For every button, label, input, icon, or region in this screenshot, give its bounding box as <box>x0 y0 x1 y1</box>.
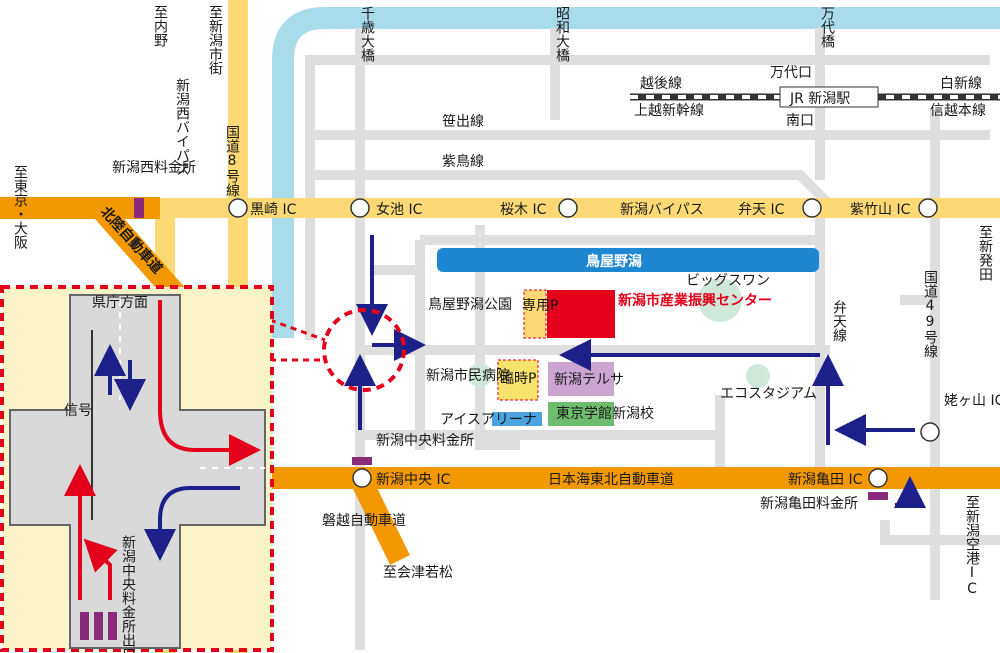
label-to-shinhotta: 至新発田 <box>977 225 993 281</box>
label-big-swan: ビッグスワン <box>686 273 770 289</box>
label-dedicated-parking: 専用P <box>522 298 558 314</box>
ubagayama-ic-marker <box>920 422 940 442</box>
toyanogata-lagoon <box>437 248 819 272</box>
labels: 至内野 至新潟市街 至東京・大阪 至新発田 至新潟空港IC 至会津若松 千歳大橋… <box>12 5 1000 653</box>
label-nihonkai-tohoku: 日本海東北自動車道 <box>548 471 674 488</box>
niigata-kameda-ic-marker <box>868 468 888 488</box>
label-tokyo-gakukan: 東京学館新潟校 <box>556 405 654 422</box>
label-minami-exit: 南口 <box>786 113 814 129</box>
label-bandai-exit: 万代口 <box>770 65 812 81</box>
label-to-uchino: 至内野 <box>152 5 168 47</box>
label-kencho-direction: 県庁方面 <box>92 295 148 311</box>
menaike-ic-marker <box>350 198 370 218</box>
label-to-tokyo-osaka: 至東京・大阪 <box>12 165 28 249</box>
inset-toll-booths <box>80 612 117 640</box>
label-benten-line: 弁天線 <box>831 300 847 342</box>
big-swan-area <box>698 278 742 322</box>
label-toll-chuo: 新潟中央料金所 <box>376 433 474 449</box>
label-station: JR 新潟駅 <box>789 91 850 107</box>
inset-arrows <box>64 300 261 600</box>
label-sakuragi-ic: 桜木 IC <box>500 202 547 218</box>
label-to-niigata-airport-ic: 至新潟空港IC <box>964 495 980 597</box>
label-shichikuyama-ic: 紫竹山 IC <box>850 202 911 218</box>
label-showa-bridge: 昭和大橋 <box>554 6 570 62</box>
shichikuyama-ic-marker <box>918 198 938 218</box>
kurosaki-ic-marker <box>228 198 248 218</box>
eco-stadium-area <box>746 364 770 388</box>
label-ice-arena: アイスアリーナ <box>440 412 537 428</box>
ice-arena-building <box>492 412 542 426</box>
benten-ic-marker <box>802 198 822 218</box>
label-city-hospital: 新潟市民病院 <box>426 367 510 384</box>
label-sasade-line: 笹出線 <box>442 114 484 130</box>
label-venue: 新潟市産業振興センター <box>618 292 772 309</box>
label-route49: 国道49号線 <box>922 270 938 358</box>
sakuragi-ic-marker <box>558 198 578 218</box>
dedicated-parking <box>523 289 547 339</box>
label-toll-nishi: 新潟西料金所 <box>112 160 196 176</box>
label-echigo-line: 越後線 <box>640 76 682 92</box>
interchange-markers <box>228 198 940 488</box>
label-hakushin-line: 白新線 <box>940 76 982 92</box>
route-arrows <box>344 235 926 508</box>
label-bandai-expressway: 磐越自動車道 <box>322 512 406 529</box>
station-box <box>779 86 879 108</box>
label-niigata-bypass: 新潟バイパス <box>620 202 704 218</box>
label-joetsu-shinkansen: 上越新幹線 <box>634 102 704 119</box>
label-temporary-parking: 臨時P <box>500 371 536 387</box>
label-inset-signal: 信号 <box>64 403 92 419</box>
label-niigata-kameda-ic: 新潟亀田 IC <box>788 472 863 488</box>
label-inset-exit: 新潟中央料金所出口 <box>120 535 136 653</box>
label-to-aizuwakamatsu: 至会津若松 <box>383 565 453 581</box>
label-chitose-bridge: 千歳大橋 <box>359 6 375 62</box>
temporary-parking <box>497 359 539 401</box>
label-niigata-chuo-ic: 新潟中央 IC <box>376 472 451 488</box>
label-route8: 国道8号線 <box>224 125 240 197</box>
label-toyanogata-park: 鳥屋野潟公園 <box>428 297 512 313</box>
venue-building <box>547 290 615 338</box>
label-shinetsu-line: 信越本線 <box>930 103 986 119</box>
toll-gate-kameda <box>868 492 888 500</box>
label-eco-stadium: エコスタジアム <box>720 386 817 402</box>
label-terrsa: 新潟テルサ <box>554 372 624 388</box>
label-benten-ic: 弁天 IC <box>738 202 785 218</box>
label-to-niigata-shigai: 至新潟市街 <box>207 5 223 75</box>
label-kurosaki-ic: 黒崎 IC <box>250 202 297 218</box>
tokyo-gakukan-building <box>548 402 614 426</box>
toll-gate-nishi <box>134 198 144 218</box>
niigata-chuo-ic-marker <box>352 468 372 488</box>
hospital-area <box>468 363 492 387</box>
callout-connector <box>269 318 326 362</box>
label-toyanogata: 鳥屋野潟 <box>586 253 642 270</box>
river <box>272 7 1000 338</box>
streets <box>305 28 1000 650</box>
label-bandai-bridge: 万代橋 <box>819 6 835 48</box>
callout-circle <box>322 308 406 392</box>
toll-gate-chuo <box>352 457 372 465</box>
label-nishi-bypass: 新潟西バイパス <box>174 78 190 176</box>
label-menaike-ic: 女池 IC <box>376 201 423 218</box>
label-shichiku-line: 紫鳥線 <box>442 154 484 170</box>
label-toll-kameda: 新潟亀田料金所 <box>760 496 858 512</box>
label-ubagayama-ic: 姥ヶ山 IC <box>944 393 1000 409</box>
